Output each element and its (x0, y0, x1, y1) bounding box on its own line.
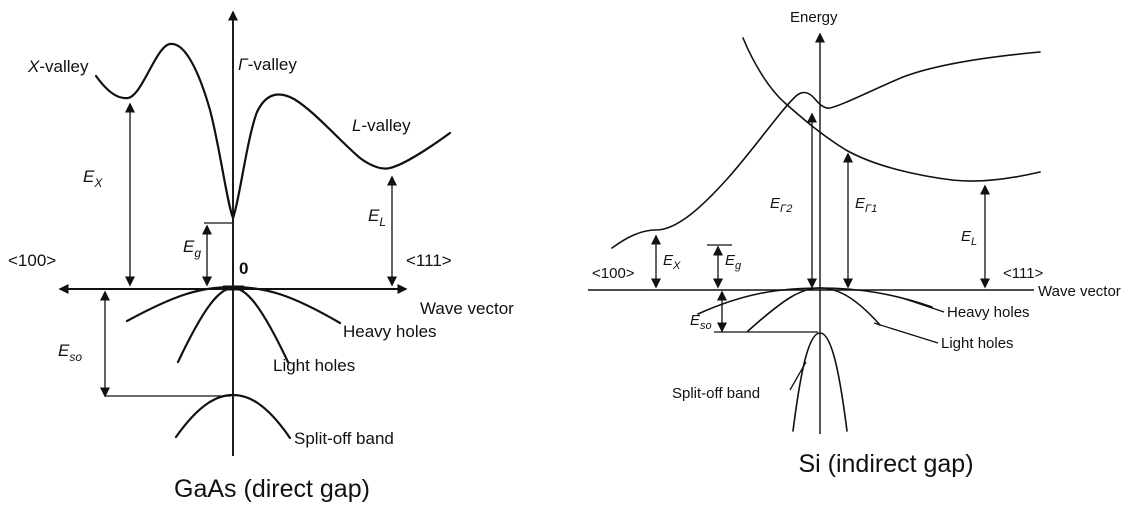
label-base: E (83, 167, 95, 186)
gaas-l-valley-label: L-valley (352, 116, 411, 135)
gaas-origin-label: 0 (239, 259, 248, 278)
gaas-direction-111-label: <111> (406, 251, 452, 270)
label-letter: X (27, 57, 40, 76)
si-ex-label: EX (663, 252, 681, 272)
si-conduction-band-curve-1 (611, 51, 1041, 249)
label-rest: -valley (39, 57, 89, 76)
label-sub: g (735, 260, 742, 272)
si-heavy-holes-label: Heavy holes (947, 304, 1030, 321)
gaas-wave-vector-label: Wave vector (420, 299, 514, 318)
label-sub: X (93, 176, 103, 190)
si-split-off-band-curve (792, 332, 848, 432)
si-diagram: Energy <100> <111> Wave vector EΓ2 EΓ1 E… (588, 9, 1121, 478)
si-eg-label: Eg (725, 252, 742, 272)
gaas-diagram: X-valley Γ-valley L-valley EX Eg EL Eso … (8, 10, 514, 503)
label-sub: so (69, 350, 82, 364)
si-wave-vector-label: Wave vector (1038, 283, 1121, 300)
si-split-off-band-label: Split-off band (672, 385, 760, 402)
si-energy-axis-label: Energy (790, 9, 838, 26)
label-base: E (855, 195, 866, 212)
gaas-direction-100-label: <100> (8, 251, 56, 270)
si-heavy-holes-curve (697, 287, 933, 315)
si-split-off-band-leader-line (789, 361, 807, 391)
gaas-caption: GaAs (direct gap) (174, 475, 370, 503)
label-rest: -valley (248, 55, 298, 74)
gaas-split-off-band-label: Split-off band (294, 429, 394, 448)
gaas-ex-label: EX (83, 167, 103, 190)
label-base: E (663, 252, 674, 269)
si-eso-label: Eso (690, 312, 712, 332)
label-base: E (183, 237, 195, 256)
label-letter: L (352, 116, 361, 135)
label-base: E (690, 312, 701, 329)
si-light-holes-curve (747, 287, 881, 332)
label-sub: Γ2 (780, 203, 792, 215)
label-letter: Γ (238, 55, 249, 74)
gaas-heavy-holes-label: Heavy holes (343, 322, 437, 341)
gaas-conduction-band-curve (94, 42, 452, 220)
label-sub: g (194, 246, 201, 260)
label-base: E (961, 228, 972, 245)
label-base: E (58, 341, 70, 360)
gaas-x-valley-label: X-valley (27, 57, 89, 76)
si-heavy-holes-leader-line (901, 297, 945, 313)
gaas-el-label: EL (368, 206, 386, 229)
label-rest: -valley (361, 116, 411, 135)
label-sub: L (379, 215, 386, 229)
label-sub: Γ1 (865, 203, 877, 215)
si-direction-111-label: <111> (1003, 265, 1044, 282)
si-direction-100-label: <100> (592, 265, 635, 282)
label-base: E (368, 206, 380, 225)
gaas-light-holes-label: Light holes (273, 356, 355, 375)
si-egamma2-label: EΓ2 (770, 195, 792, 215)
label-base: E (770, 195, 781, 212)
si-light-holes-label: Light holes (941, 335, 1014, 352)
si-egamma1-label: EΓ1 (855, 195, 877, 215)
label-sub: X (672, 260, 681, 272)
gaas-gamma-valley-label: Γ-valley (238, 55, 297, 74)
gaas-eg-label: Eg (183, 237, 201, 260)
label-sub: L (971, 236, 977, 248)
si-caption: Si (indirect gap) (798, 450, 973, 478)
si-conduction-band-curve-2 (742, 37, 1041, 182)
si-light-holes-leader-line (873, 322, 939, 344)
si-el-label: EL (961, 228, 977, 248)
gaas-eso-label: Eso (58, 341, 82, 364)
label-base: E (725, 252, 736, 269)
label-sub: so (700, 320, 712, 332)
gaas-split-off-band-curve (174, 393, 292, 440)
